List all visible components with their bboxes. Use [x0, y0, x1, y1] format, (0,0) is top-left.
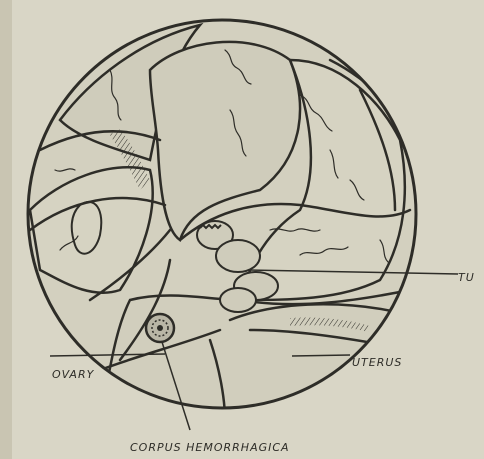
- uterus-label: UTERUS: [352, 356, 402, 369]
- uterus-leader-line: [292, 355, 350, 356]
- tube-label: TU: [458, 271, 475, 284]
- corpus-hemorrhagica-label: CORPUS HEMORRHAGICA: [130, 441, 290, 454]
- ovary-label: OVARY: [52, 368, 95, 381]
- paper-left-edge: [0, 0, 12, 459]
- corpus-hemorrhagicum: [146, 314, 174, 342]
